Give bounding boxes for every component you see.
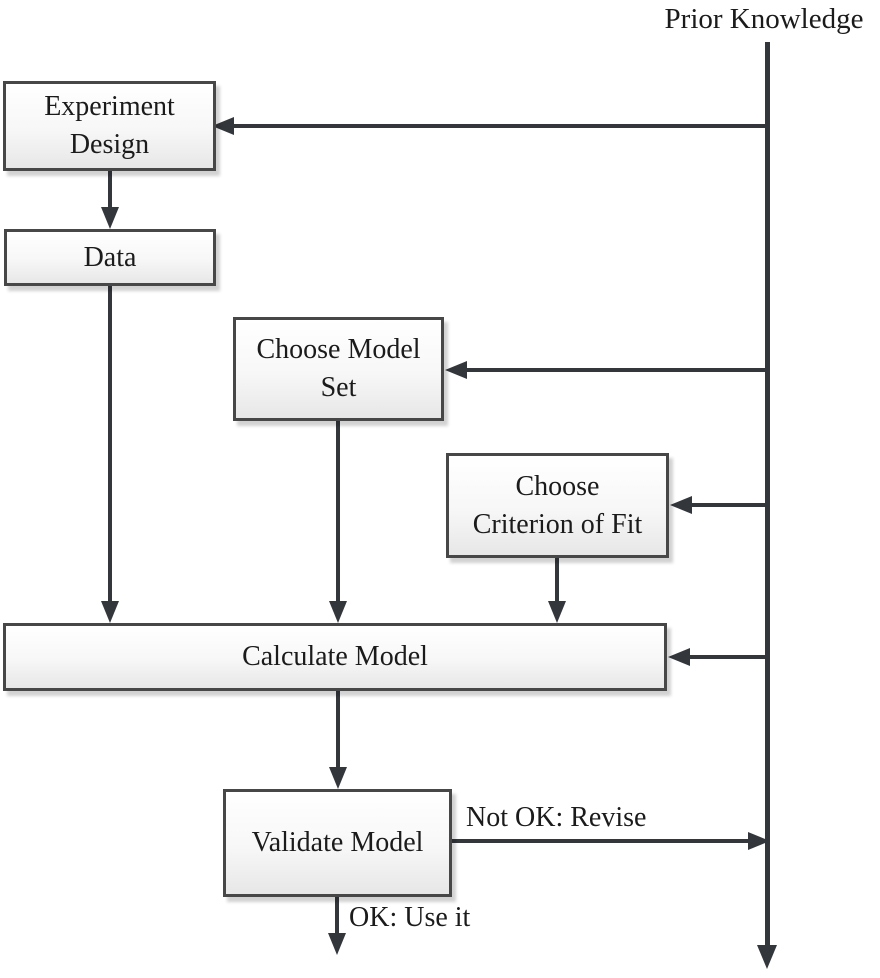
edge-prior-to-choose-model-set-arrowhead-icon [445,361,467,379]
node-choose-criterion-of-fit: Choose Criterion of Fit [446,453,669,558]
edge-validate-model-revise-line [452,839,748,843]
edge-validate-model-ok-arrowhead-icon [328,933,346,955]
ok-use-it-label: OK: Use it [349,902,471,933]
edge-choose-criterion-to-calculate-model-arrowhead-icon [548,601,566,623]
edge-choose-model-set-to-calculate-model-arrowhead-icon [329,601,347,623]
node-experiment-design: Experiment Design [3,81,216,171]
edge-validate-model-revise-arrowhead-icon [748,832,770,850]
edge-experiment-design-to-data-arrowhead-icon [101,207,119,229]
node-calculate-model: Calculate Model [3,623,667,691]
edge-prior-to-calculate-model-arrowhead-icon [668,648,690,666]
edge-data-to-calculate-model-line [108,286,112,601]
edge-prior-to-choose-criterion-arrowhead-icon [670,496,692,514]
node-choose-model-set: Choose Model Set [233,317,444,421]
prior-knowledge-label: Prior Knowledge [664,3,864,35]
edge-calculate-model-to-validate-model-line [336,691,340,767]
edge-validate-model-ok-line [335,897,339,933]
node-data: Data [4,229,216,286]
edge-prior-to-experiment-design-line [232,124,770,128]
edge-choose-model-set-to-calculate-model-line [336,421,340,601]
not-ok-revise-label: Not OK: Revise [466,802,647,833]
node-validate-model: Validate Model [223,789,452,897]
spine-bottom-arrowhead-icon [757,945,777,969]
prior-knowledge-spine-line [765,42,770,945]
edge-prior-to-choose-model-set-line [465,368,770,372]
edge-prior-to-choose-criterion-line [690,503,770,507]
edge-calculate-model-to-validate-model-arrowhead-icon [329,767,347,789]
edge-data-to-calculate-model-arrowhead-icon [101,601,119,623]
edge-prior-to-calculate-model-line [688,655,770,659]
edge-experiment-design-to-data-line [108,171,112,207]
edge-choose-criterion-to-calculate-model-line [555,558,559,601]
edge-prior-to-experiment-design-arrowhead-icon [212,117,234,135]
